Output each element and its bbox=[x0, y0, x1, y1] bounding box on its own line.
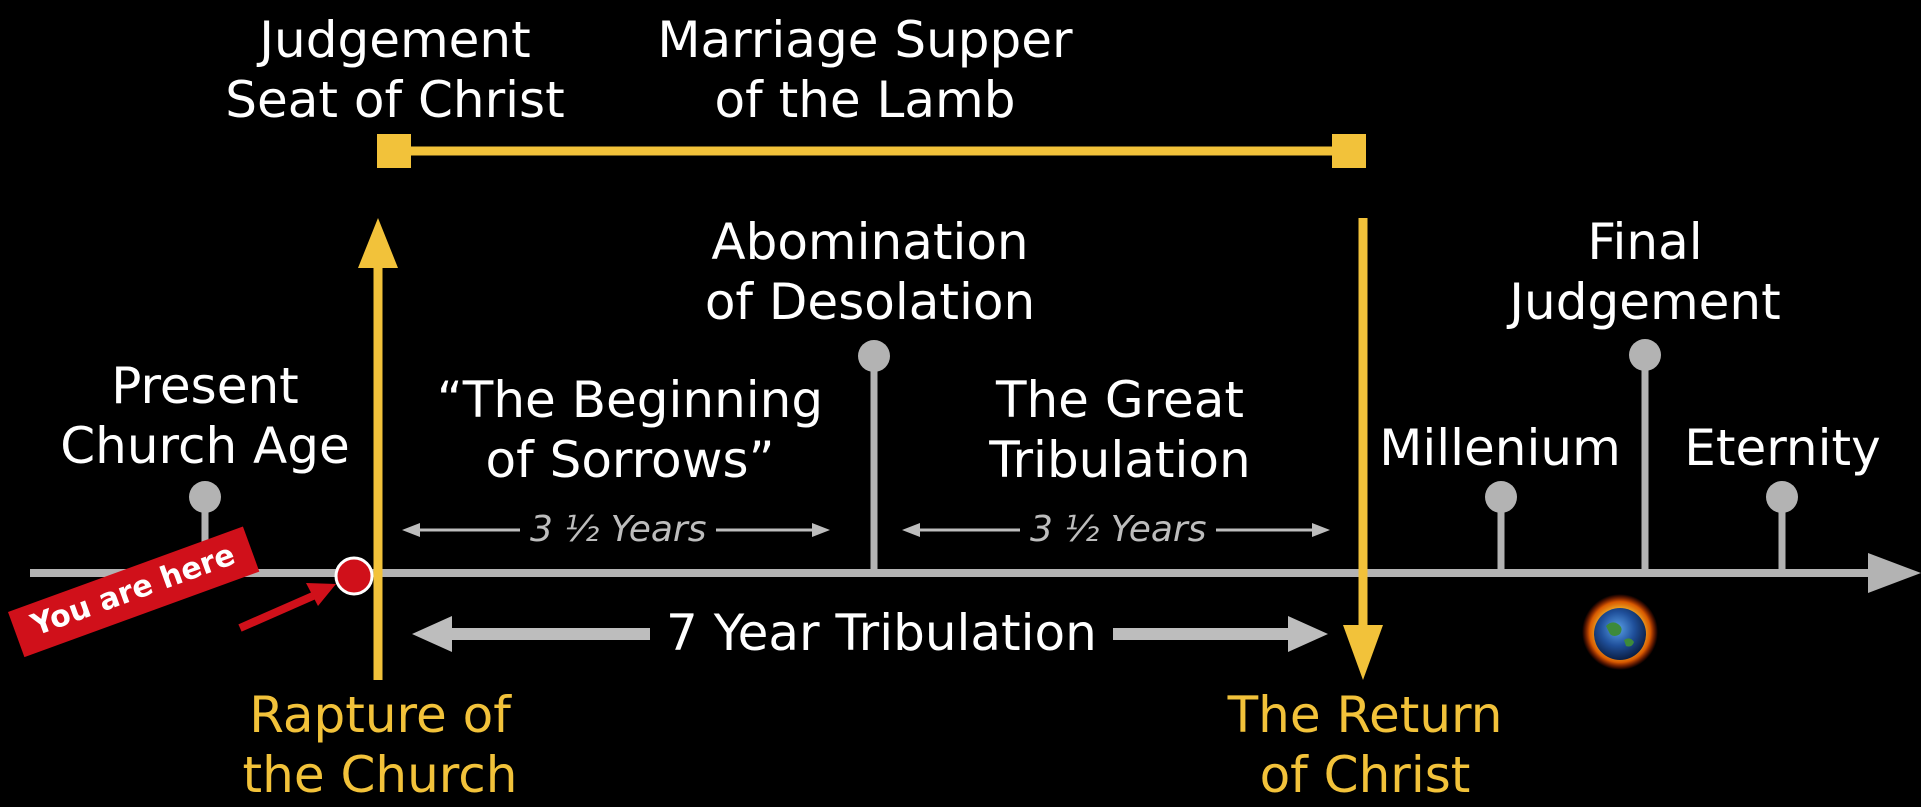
great-tribulation-label: The Great Tribulation bbox=[989, 371, 1251, 489]
pin-abomination bbox=[858, 340, 890, 573]
eternity-label: Eternity bbox=[1684, 419, 1881, 477]
heavenly-bracket bbox=[377, 134, 1366, 168]
pin-millenium bbox=[1485, 481, 1517, 573]
timeline-arrowhead bbox=[1868, 553, 1921, 593]
rapture-arrow bbox=[358, 218, 398, 680]
half-period-2-label: 3 ½ Years bbox=[1020, 510, 1217, 550]
seven-year-label: 7 Year Tribulation bbox=[650, 603, 1113, 663]
marriage-supper-label: Marriage Supper of the Lamb bbox=[657, 11, 1073, 129]
pin-final-judgement bbox=[1629, 339, 1661, 573]
judgement-seat-label: Judgement Seat of Christ bbox=[225, 11, 565, 129]
final-judgement-label: Final Judgement bbox=[1509, 213, 1781, 331]
you-are-here-arrow bbox=[238, 583, 336, 632]
return-of-christ-label: The Return of Christ bbox=[1227, 686, 1503, 804]
return-arrow bbox=[1343, 218, 1383, 680]
present-church-age-label: Present Church Age bbox=[60, 357, 350, 475]
beginning-of-sorrows-label: “The Beginning of Sorrows” bbox=[436, 371, 824, 489]
rapture-label: Rapture of the Church bbox=[242, 686, 518, 804]
half-period-1-label: 3 ½ Years bbox=[520, 510, 717, 550]
burning-earth-icon bbox=[1582, 594, 1658, 670]
millenium-label: Millenium bbox=[1379, 419, 1621, 477]
you-are-here-dot bbox=[334, 556, 374, 596]
pin-eternity bbox=[1766, 481, 1798, 573]
abomination-label: Abomination of Desolation bbox=[704, 213, 1036, 331]
